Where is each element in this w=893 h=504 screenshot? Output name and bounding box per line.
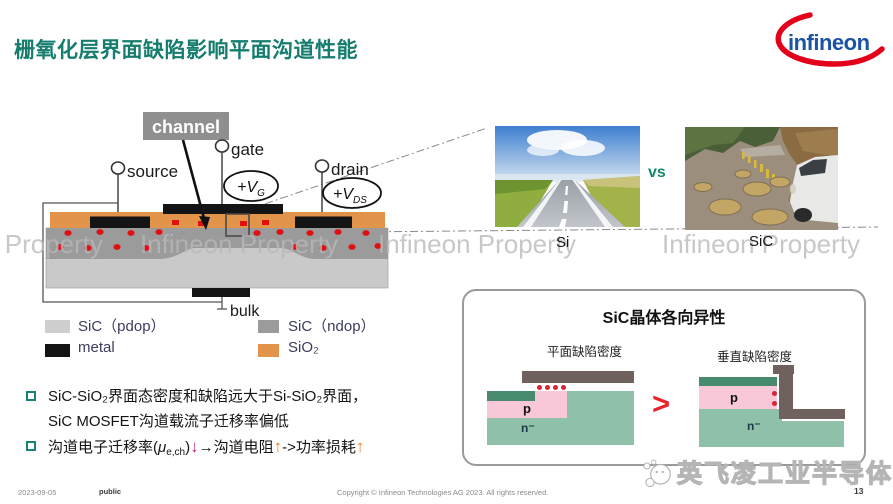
vg-sub: G bbox=[257, 188, 265, 199]
vertical-n-region-right bbox=[782, 421, 844, 447]
legend-swatch-sic-pdop bbox=[45, 320, 70, 333]
legend-swatch-sic-ndop bbox=[258, 320, 279, 333]
page-title: 栅氧化层界面缺陷影响平面沟道性能 bbox=[14, 39, 358, 62]
bullet-list: SiC-SiO₂界面态密度和缺陷远大于Si-SiO₂界面， SiC MOSFET… bbox=[20, 384, 472, 465]
defect-dots bbox=[56, 220, 382, 251]
gate-label: gate bbox=[231, 140, 264, 159]
defect-dot bbox=[561, 385, 566, 390]
vertical-n-region-left bbox=[699, 409, 782, 447]
source-label: source bbox=[127, 162, 178, 181]
footer-copyright: Copyright © Infineon Technologies AG 202… bbox=[337, 488, 549, 497]
channel-arrow bbox=[181, 139, 207, 223]
vds-ellipse bbox=[322, 177, 382, 209]
vg-ellipse bbox=[223, 170, 279, 202]
defect-dot bbox=[772, 401, 777, 406]
bulk-contact bbox=[192, 288, 250, 297]
pothole-road-photo bbox=[685, 127, 838, 230]
defect-dot bbox=[545, 385, 550, 390]
defect-dot bbox=[553, 385, 558, 390]
planar-p-label: p bbox=[523, 401, 531, 416]
vds-sub: DS bbox=[353, 195, 367, 206]
up-arrow-icon: ↑ bbox=[273, 437, 283, 456]
footer-classification: public bbox=[99, 487, 122, 496]
channel-label: channel bbox=[152, 117, 220, 137]
bullet-1-line-1: SiC-SiO₂界面态密度和缺陷远大于Si-SiO₂界面， bbox=[48, 388, 368, 405]
bullet-2-mid2: ->功率损耗 bbox=[282, 439, 356, 456]
infineon-logo: infineon bbox=[775, 12, 885, 67]
gate-terminal bbox=[214, 139, 230, 153]
legend-swatch-metal bbox=[45, 344, 70, 357]
wechat-watermark-text: 英飞凌工业半导体 bbox=[676, 459, 893, 488]
bullet-2-pre: 沟道电子迁移率( bbox=[48, 439, 158, 456]
bullet-2-text: 沟道电子迁移率(μe,ch)↓→沟道电阻↑->功率损耗↑ bbox=[48, 434, 364, 465]
smooth-road-photo bbox=[495, 126, 640, 227]
legend-label-sic-ndop: SiC（ndop） bbox=[288, 318, 376, 335]
si-caption: Si bbox=[556, 234, 570, 251]
page-number: 13 bbox=[854, 486, 864, 496]
bullet-item-1: SiC-SiO₂界面态密度和缺陷远大于Si-SiO₂界面， SiC MOSFET… bbox=[20, 384, 472, 434]
bullet-1-line-2: SiC MOSFET沟道载流子迁移率偏低 bbox=[48, 413, 289, 430]
anisotropy-panel: SiC晶体各向异性 平面缺陷密度 p n⁻ > 垂直缺陷密度 p n⁻ bbox=[462, 289, 866, 466]
vertical-gate-foot bbox=[779, 409, 845, 419]
vds-base: +V bbox=[333, 186, 354, 203]
vertical-caption: 垂直缺陷密度 bbox=[716, 350, 792, 364]
drain-contact bbox=[295, 216, 352, 228]
legend-label-metal: metal bbox=[78, 339, 115, 356]
mu-symbol: μ bbox=[158, 439, 167, 456]
source-bulk-wire bbox=[42, 202, 222, 303]
bullet-item-2: 沟道电子迁移率(μe,ch)↓→沟道电阻↑->功率损耗↑ bbox=[20, 434, 472, 465]
gate-contact bbox=[163, 204, 283, 214]
wechat-watermark: 英飞凌工业半导体 bbox=[638, 446, 893, 498]
wechat-icon bbox=[643, 459, 671, 488]
sic-caption: SiC bbox=[749, 233, 774, 250]
source-terminal bbox=[110, 161, 126, 175]
defect-dot bbox=[537, 385, 542, 390]
bullet-1-text: SiC-SiO₂界面态密度和缺陷远大于Si-SiO₂界面， SiC MOSFET… bbox=[48, 384, 367, 434]
drain-label: drain bbox=[331, 160, 369, 179]
vs-label: vs bbox=[648, 164, 666, 181]
planar-green-strip bbox=[487, 391, 535, 401]
mu-subscript: e,ch bbox=[166, 447, 186, 458]
vertical-green-strip bbox=[699, 377, 777, 386]
legend-label-sic-pdop: SiC（pdop） bbox=[78, 318, 166, 335]
vertical-n-label: n⁻ bbox=[747, 419, 761, 433]
bullet-2-mid: →沟道电阻 bbox=[198, 439, 274, 456]
vg-label: +VG bbox=[237, 179, 265, 199]
footer-date: 2023-09-05 bbox=[18, 488, 57, 497]
logo-text: infineon bbox=[788, 30, 870, 55]
channel-region-box bbox=[225, 213, 250, 237]
greater-than-symbol: > bbox=[652, 386, 671, 421]
vertical-gate-bar bbox=[779, 365, 793, 419]
vg-base: +V bbox=[237, 179, 258, 196]
planar-p-region bbox=[487, 401, 567, 418]
bulk-label: bulk bbox=[230, 303, 260, 320]
square-bullet-icon bbox=[26, 441, 36, 451]
white-car bbox=[790, 155, 838, 223]
anisotropy-title: SiC晶体各向异性 bbox=[602, 310, 726, 327]
logo-swoosh bbox=[775, 12, 885, 67]
legend-label-sio2: SiO₂ bbox=[288, 339, 319, 356]
vertical-p-region bbox=[699, 386, 777, 409]
legend-swatch-sio2 bbox=[258, 344, 279, 357]
bullet-2-close-paren: ) bbox=[185, 439, 191, 456]
potholes bbox=[693, 169, 808, 226]
planar-p-notch bbox=[535, 391, 567, 401]
vertical-p-label: p bbox=[730, 390, 738, 405]
channel-label-box bbox=[143, 112, 229, 140]
defect-dot bbox=[772, 391, 777, 396]
up-arrow-icon: ↑ bbox=[355, 437, 365, 456]
drain-terminal bbox=[314, 159, 330, 173]
planar-n-label: n⁻ bbox=[521, 421, 535, 435]
square-bullet-icon bbox=[26, 391, 36, 401]
planar-gate-bar bbox=[522, 371, 634, 383]
channel-arrowhead bbox=[199, 216, 210, 230]
source-contact bbox=[90, 216, 150, 228]
planar-caption: 平面缺陷密度 bbox=[546, 345, 622, 359]
callout-line-upper bbox=[249, 127, 488, 210]
vds-label: +VDS bbox=[333, 186, 367, 206]
down-arrow-icon: ↓ bbox=[190, 437, 199, 456]
